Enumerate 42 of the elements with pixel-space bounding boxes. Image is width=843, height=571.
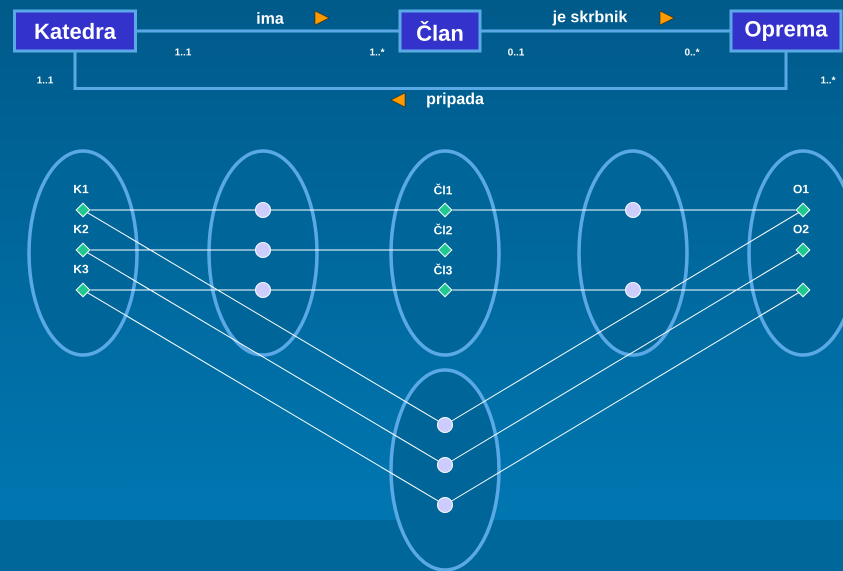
edge-label: pripada [427, 92, 484, 108]
point-diamond [796, 282, 810, 298]
multiplicity-label: 1..* [821, 76, 836, 84]
connector [451, 212, 799, 422]
set-ellipse [747, 149, 843, 357]
entity-box: Katedra [13, 10, 137, 52]
instance-dot [437, 497, 453, 513]
connector [451, 292, 799, 502]
connector [87, 212, 439, 422]
instance-dot [437, 417, 453, 433]
set-ellipse [27, 149, 139, 357]
connector [87, 292, 439, 502]
point-label: Čl1 [434, 184, 452, 194]
edge-label: je skrbnik [552, 10, 628, 26]
multiplicity-label: 1..1 [175, 48, 192, 56]
connector [482, 30, 730, 32]
set-ellipse [207, 149, 319, 357]
point-label: K2 [74, 224, 88, 234]
point-label: K1 [74, 184, 88, 194]
connector [87, 252, 439, 462]
multiplicity-label: 1..1 [37, 76, 54, 84]
set-ellipse [577, 149, 689, 357]
connector [74, 52, 788, 90]
instance-dot [625, 202, 641, 218]
edge-label: ima [257, 12, 284, 24]
instance-dot [255, 242, 271, 258]
entity-box: Član [398, 10, 482, 52]
set-ellipse [389, 368, 501, 571]
point-label: K3 [74, 264, 88, 274]
point-label: Čl2 [434, 224, 452, 234]
connector [451, 252, 799, 462]
point-label: O2 [794, 224, 809, 234]
connector [137, 30, 398, 32]
set-ellipse [389, 149, 501, 357]
multiplicity-label: 1..* [370, 48, 384, 56]
entity-box: Oprema [730, 10, 842, 52]
multiplicity-label: 0..* [684, 48, 700, 56]
instance-dot [255, 202, 271, 218]
multiplicity-label: 0..1 [508, 48, 524, 56]
point-label: Čl3 [434, 264, 452, 274]
instance-dot [437, 457, 453, 473]
point-label: O1 [794, 184, 809, 194]
